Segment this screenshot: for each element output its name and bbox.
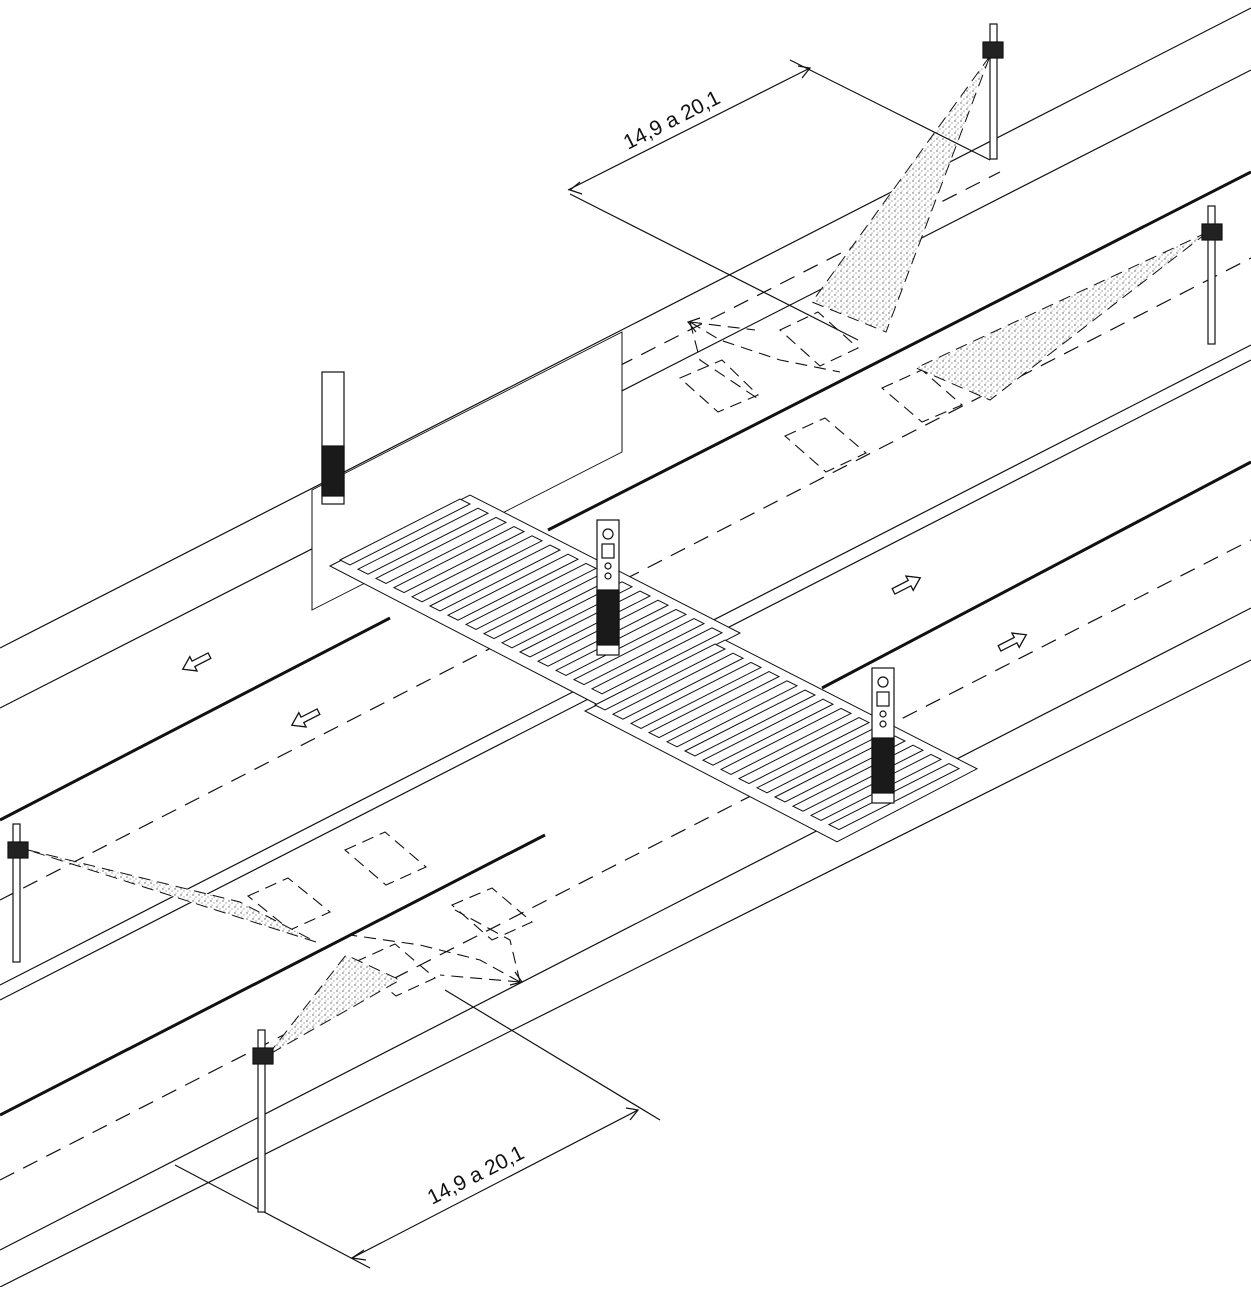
road-outer-edge-bottom bbox=[0, 607, 1251, 1251]
sensor-cone-right bbox=[914, 231, 1209, 401]
crosswalk-stripe bbox=[611, 652, 745, 720]
crosswalk-stripe bbox=[428, 544, 562, 612]
crosswalk-stripe bbox=[410, 535, 544, 603]
detection-zone bbox=[678, 359, 759, 413]
crosswalk-stripe bbox=[647, 671, 781, 739]
road-outer-edge-top bbox=[0, 7, 1251, 649]
direction-arrow-icon bbox=[997, 632, 1028, 652]
direction-arrow-icon bbox=[891, 575, 922, 595]
sidewalk-edge-bottom bbox=[0, 659, 1251, 1288]
sensor-cone-top bbox=[811, 55, 991, 333]
dimension-top bbox=[567, 59, 991, 341]
crosswalk-stripe bbox=[356, 507, 490, 575]
crosswalk-stripe bbox=[629, 661, 763, 729]
bollard-left bbox=[321, 371, 345, 505]
signal-rays bbox=[349, 321, 841, 983]
dimension-top-label: 14,9 a 20,1 bbox=[620, 86, 724, 154]
heavy-line-left bbox=[0, 616, 391, 822]
direction-arrow-icon bbox=[181, 652, 212, 672]
heavy-line-top bbox=[547, 170, 1251, 532]
dimension-bottom bbox=[174, 989, 661, 1269]
radar-sensor-icon bbox=[7, 841, 29, 859]
pedestrian-push-button-icon bbox=[596, 519, 620, 656]
heavy-lines bbox=[0, 170, 1251, 1117]
crosswalk-stripe bbox=[572, 618, 706, 686]
detection-zone bbox=[450, 887, 534, 941]
detection-zone bbox=[246, 877, 332, 931]
sensor-pole-bottom bbox=[252, 1029, 274, 1213]
direction-arrow-icon bbox=[290, 708, 321, 728]
bollards bbox=[321, 371, 895, 804]
crosswalk-stripe bbox=[683, 689, 817, 757]
sensor-pole-right bbox=[1201, 205, 1223, 345]
crosswalk-stripe bbox=[554, 608, 688, 676]
crosswalk-stripe bbox=[392, 526, 526, 594]
sensor-cone-left bbox=[27, 849, 317, 943]
pedestrian-push-button-icon bbox=[871, 667, 895, 804]
detection-zone bbox=[779, 311, 859, 367]
crosswalk-stripe bbox=[464, 562, 598, 630]
crosswalk-stripe bbox=[374, 516, 508, 584]
detection-zone bbox=[880, 369, 964, 423]
radar-sensor-icon bbox=[252, 1047, 274, 1065]
heavy-line-right bbox=[821, 460, 1251, 690]
road-lines bbox=[0, 7, 1251, 1288]
crosswalk-stripe bbox=[590, 627, 724, 695]
detection-zone bbox=[343, 831, 428, 886]
direction-arrows bbox=[181, 575, 1028, 728]
detection-zones bbox=[246, 311, 964, 997]
crosswalk-stripe bbox=[665, 680, 799, 748]
sidewalk-edge-top bbox=[0, 69, 1251, 709]
radar-sensor-icon bbox=[982, 41, 1004, 59]
heavy-line-bottom bbox=[0, 833, 546, 1117]
crosswalk-stripe bbox=[701, 698, 835, 766]
lane-dash-lower bbox=[0, 539, 1251, 1181]
crosswalk-stripe bbox=[338, 498, 472, 566]
crosswalk-stripe bbox=[593, 643, 727, 711]
radar-sensor-icon bbox=[1201, 223, 1223, 241]
crosswalk-stripe bbox=[719, 707, 853, 775]
sensor-pole-left bbox=[7, 823, 29, 963]
crosswalk-stripe bbox=[737, 717, 871, 785]
crosswalk-stripe bbox=[446, 553, 580, 621]
detection-zone bbox=[783, 417, 868, 473]
sensor-cone-bottom bbox=[267, 954, 402, 1056]
sensor-poles bbox=[7, 23, 1223, 1213]
ray-arrowheads bbox=[509, 317, 701, 986]
sensor-cones bbox=[27, 55, 1209, 1056]
lane-dash-top bbox=[339, 171, 1001, 509]
sensor-pole-top-right bbox=[982, 23, 1004, 160]
